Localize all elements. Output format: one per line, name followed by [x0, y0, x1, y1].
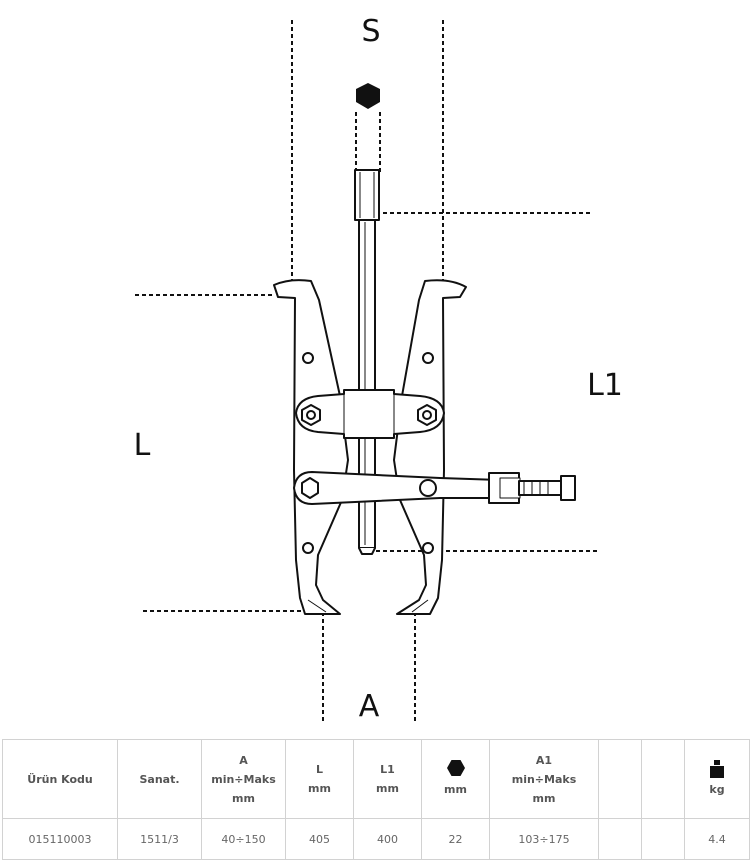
cell-article: 1511/3 [117, 818, 202, 860]
weight-icon [710, 759, 724, 778]
cell-product-code: 015110003 [2, 818, 118, 860]
cell-empty-2 [641, 818, 685, 860]
header-l1: L1 mm [353, 739, 422, 819]
header-sanat: Sanat. [117, 739, 202, 819]
spec-header-row: Ürün Kodu Sanat. A min÷Maks mm L mm L1 m… [2, 739, 750, 819]
header-label: Ürün Kodu [27, 772, 93, 786]
header-unit: mm [232, 791, 255, 805]
header-label: A [239, 753, 248, 767]
header-a: A min÷Maks mm [201, 739, 286, 819]
dimension-label-l: L [134, 428, 151, 463]
hexagon-icon [356, 83, 380, 109]
header-label: Sanat. [139, 772, 180, 786]
header-empty-1 [598, 739, 642, 819]
header-hexagon: mm [421, 739, 490, 819]
cell-weight: 4.4 [684, 818, 750, 860]
header-unit: kg [709, 782, 725, 796]
cell-empty-1 [598, 818, 642, 860]
header-label: L1 [380, 763, 395, 776]
header-unit: mm [444, 782, 467, 796]
header-range-label: min÷Maks [211, 772, 276, 786]
cell-hex-size: 22 [421, 818, 490, 860]
dimension-label-l1: L1 [587, 368, 623, 403]
header-label: A1 [535, 753, 553, 767]
spec-table: Ürün Kodu Sanat. A min÷Maks mm L mm L1 m… [2, 739, 750, 860]
header-urun-kodu: Ürün Kodu [2, 739, 118, 819]
hexagon-icon [446, 759, 465, 776]
cell-l: 405 [285, 818, 354, 860]
header-unit: mm [376, 782, 399, 795]
header-range-label: min÷Maks [511, 772, 577, 786]
cell-l1: 400 [353, 818, 422, 860]
header-l: L mm [285, 739, 354, 819]
header-weight: kg [684, 739, 750, 819]
header-a1: A1 min÷Maks mm [489, 739, 599, 819]
cell-a-range: 40÷150 [201, 818, 286, 860]
header-unit: mm [308, 782, 331, 795]
header-label: L [315, 763, 323, 776]
puller-technical-drawing: S L L1 A [134, 14, 623, 724]
table-row: 015110003 1511/3 40÷150 405 400 22 103÷1… [2, 818, 750, 860]
puller-outline [273, 169, 576, 615]
cell-a1-range: 103÷175 [489, 818, 599, 860]
dimension-lines [135, 20, 598, 722]
dimension-label-s: S [361, 14, 380, 49]
dimension-label-a: A [359, 689, 380, 724]
header-unit: mm [532, 791, 556, 805]
header-empty-2 [641, 739, 685, 819]
